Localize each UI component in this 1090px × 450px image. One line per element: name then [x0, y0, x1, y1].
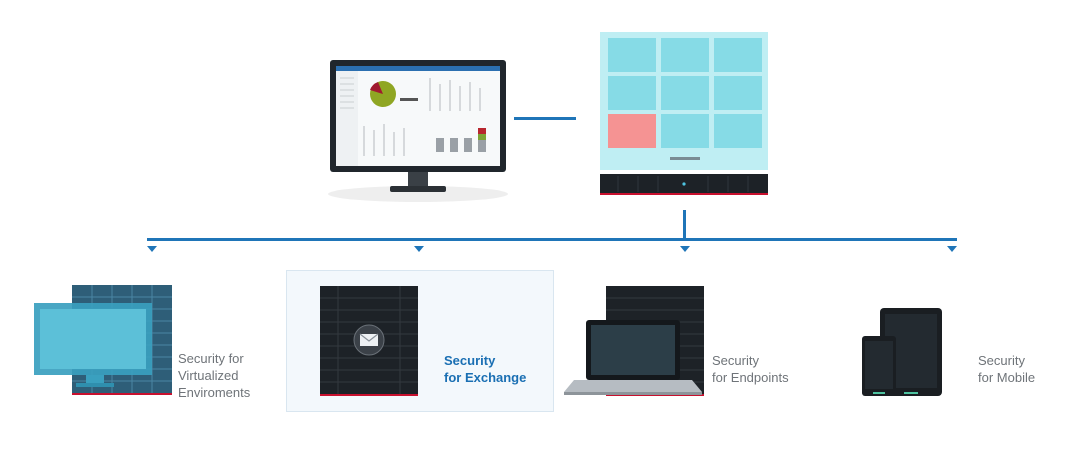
arrow-mobile: [947, 246, 957, 252]
arrow-endpoints: [680, 246, 690, 252]
arrow-exchange: [414, 246, 424, 252]
appliance-stem: [683, 210, 686, 240]
laptop-server-icon[interactable]: [560, 284, 706, 398]
arrow-virtualized: [147, 246, 157, 252]
mail-server-icon[interactable]: [318, 284, 420, 398]
product-label-virtualized[interactable]: Security for Virtualized Enviroments: [178, 351, 251, 400]
distribution-bus: [147, 238, 957, 241]
product-label-endpoints[interactable]: Security for Endpoints: [712, 353, 789, 385]
product-label-mobile[interactable]: Security for Mobile: [978, 353, 1036, 385]
monitor-appliance-connector: [514, 117, 576, 120]
tablet-phone-icon[interactable]: [860, 306, 946, 398]
server-appliance-icon: [600, 32, 768, 195]
product-label-exchange[interactable]: Security for Exchange: [444, 353, 527, 385]
virtual-server-icon[interactable]: [32, 283, 174, 398]
monitor-dashboard-icon: [328, 60, 508, 202]
